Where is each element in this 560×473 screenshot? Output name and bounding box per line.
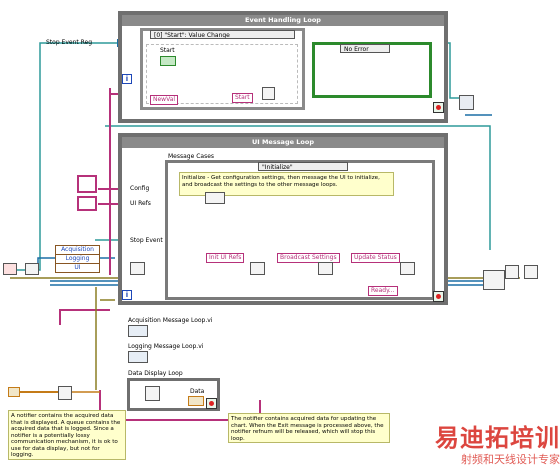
message-case-selector[interactable]: "Initialize"	[258, 162, 348, 171]
error-case-structure[interactable]	[312, 42, 432, 98]
event-loop-iteration-icon: i	[122, 74, 132, 84]
release-queue-node[interactable]	[524, 265, 538, 279]
error-case-selector[interactable]: No Error	[340, 44, 390, 53]
config-constant[interactable]	[77, 175, 97, 193]
create-queue-node-2[interactable]	[25, 263, 39, 275]
notifier-type-constant[interactable]	[8, 387, 20, 397]
message-queue-cluster[interactable]: Acquisition Logging UI	[55, 245, 100, 273]
enqueue-init-ui-node[interactable]	[130, 262, 145, 275]
watermark-subtitle: 射频和天线设计专家	[461, 453, 560, 466]
enqueue-ready-node[interactable]	[400, 262, 415, 275]
logging-message-loop-vi[interactable]	[128, 351, 148, 363]
enqueue-update-status-node[interactable]	[318, 262, 333, 275]
cluster-item-acquisition: Acquisition	[56, 246, 99, 255]
event-inner-frame	[146, 44, 298, 104]
release-event-node[interactable]	[459, 95, 474, 110]
start-boolean-terminal[interactable]	[160, 56, 176, 66]
left-comment: A notifier contains the acquired data th…	[8, 410, 126, 460]
start-label: Start	[160, 47, 175, 54]
data-display-loop-label: Data Display Loop	[128, 370, 183, 377]
acquisition-vi-label: Acquisition Message Loop.vi	[128, 317, 213, 324]
ui-refs-bundle[interactable]	[77, 196, 97, 211]
update-status-constant: Update Status	[351, 253, 400, 263]
ui-loop-iteration-icon: i	[122, 290, 132, 300]
event-loop-stop-terminal[interactable]	[433, 102, 444, 113]
logging-vi-label: Logging Message Loop.vi	[128, 343, 204, 350]
newval-node: NewVal	[150, 95, 179, 105]
wait-on-notification-node[interactable]	[145, 386, 160, 401]
merge-errors-node[interactable]	[483, 270, 505, 290]
data-display-loop[interactable]	[127, 378, 220, 411]
watermark: 易迪拓培训 射频和天线设计专家	[400, 425, 560, 473]
stop-event-label: Stop Event	[130, 237, 163, 244]
cluster-item-logging: Logging	[56, 255, 99, 264]
watermark-title: 易迪拓培训	[435, 424, 560, 452]
config-node[interactable]	[205, 192, 225, 204]
create-notifier-node[interactable]	[58, 386, 72, 400]
event-loop-title: Event Handling Loop	[122, 15, 444, 26]
acquisition-message-loop-vi[interactable]	[128, 325, 148, 337]
cluster-item-ui: UI	[74, 264, 81, 271]
data-loop-stop-terminal[interactable]	[206, 398, 217, 409]
config-label: Config	[130, 185, 150, 192]
data-label: Data	[190, 388, 205, 395]
message-cases-label: Message Cases	[168, 153, 215, 160]
ui-loop-stop-terminal[interactable]	[433, 291, 444, 302]
event-case-selector[interactable]: [0] "Start": Value Change	[150, 30, 295, 39]
data-chart-terminal[interactable]	[188, 396, 204, 406]
start-message-constant: Start	[232, 93, 253, 103]
enqueue-broadcast-node[interactable]	[250, 262, 265, 275]
create-queue-node-1[interactable]	[3, 263, 17, 275]
ui-loop-title: UI Message Loop	[122, 137, 444, 148]
stop-event-reg-label: Stop Event Reg	[46, 39, 93, 46]
right-comment: The notifier contains acquired data for …	[228, 413, 390, 443]
enqueue-message-node[interactable]	[262, 87, 275, 100]
ready-text-constant: Ready...	[368, 286, 398, 296]
ui-refs-label: UI Refs	[130, 200, 151, 207]
broadcast-settings-constant: Broadcast Settings	[277, 253, 340, 263]
simple-error-handler-node[interactable]	[505, 265, 519, 279]
init-ui-refs-constant: Init UI Refs	[206, 253, 245, 263]
